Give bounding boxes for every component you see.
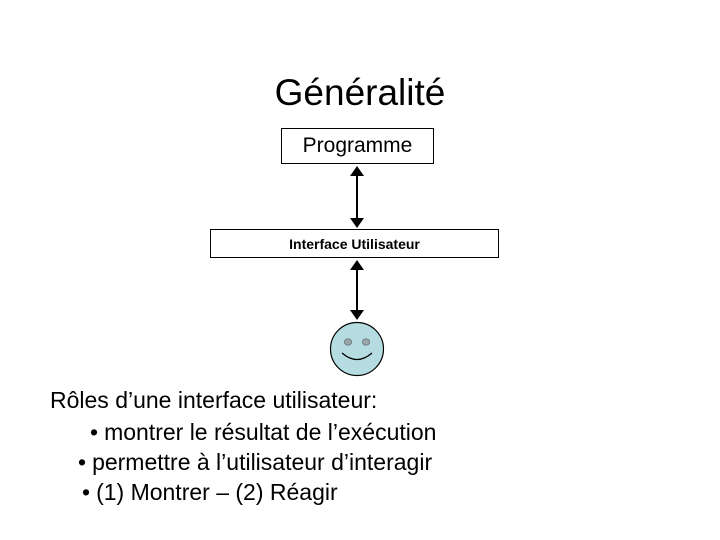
smiley-face-icon <box>329 321 385 377</box>
arrow-shaft <box>356 169 358 225</box>
list-item-label: montrer le résultat de l’exécution <box>104 419 437 445</box>
roles-heading: Rôles d’une interface utilisateur: <box>50 387 378 413</box>
list-item-label: (1) Montrer – (2) Réagir <box>96 479 338 505</box>
diagram-box-interface-utilisateur-label: Interface Utilisateur <box>289 235 420 252</box>
bullet-icon: • <box>82 479 91 505</box>
diagram-box-programme-label: Programme <box>302 134 413 157</box>
page-title: Généralité <box>274 71 446 113</box>
diagram-box-interface-utilisateur: Interface Utilisateur <box>210 229 499 258</box>
list-item: •(1) Montrer – (2) Réagir <box>82 477 338 507</box>
double-headed-arrow-icon-programme-interface <box>346 166 368 228</box>
bullet-icon: • <box>78 449 87 475</box>
arrow-head-down-icon <box>350 310 364 320</box>
arrow-head-down-icon <box>350 218 364 228</box>
list-item: •permettre à l’utilisateur d’interagir <box>78 447 432 477</box>
double-headed-arrow-icon-interface-user <box>346 260 368 320</box>
bullet-icon: • <box>90 419 99 445</box>
arrow-shaft <box>356 263 358 317</box>
diagram-box-programme: Programme <box>281 128 434 164</box>
list-item-label: permettre à l’utilisateur d’interagir <box>92 449 433 475</box>
list-item: •montrer le résultat de l’exécution <box>90 417 436 447</box>
